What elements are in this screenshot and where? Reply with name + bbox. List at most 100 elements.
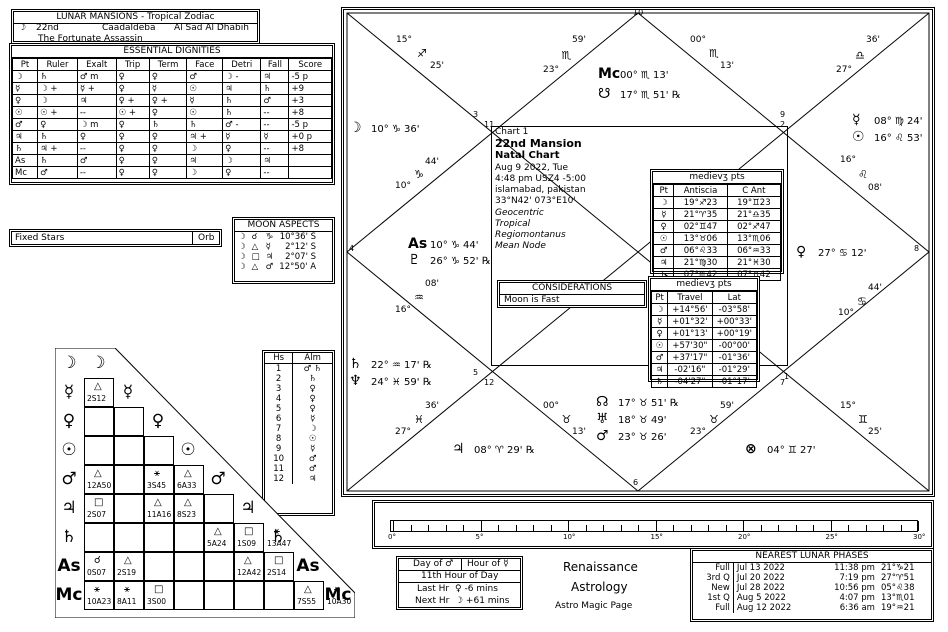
almuten-cell: 3 [265, 384, 294, 394]
lunar-phase-cell: 19°♒21 [880, 603, 915, 613]
dignities-header: Trip [115, 58, 150, 71]
grid-planet-left-icon: Mc [55, 585, 83, 605]
dignities-cell: ♀ [115, 142, 150, 155]
dignities-header: Pt [11, 58, 39, 71]
almuten-cell: 2 [265, 374, 294, 384]
aspect-grid-cell [204, 494, 234, 523]
grid-planet-left-icon: ☽ [61, 353, 77, 373]
lunar-phase-cell: Full [693, 563, 734, 573]
dignities-header: Detri [222, 58, 262, 71]
moon-aspect-cell: 10°36' S [279, 232, 317, 242]
mediev_b-row: ♃-02'16"-01°29' [650, 363, 758, 376]
moon-aspect-cell: 12°50' A [279, 262, 317, 272]
dignities-cell: -- [76, 142, 117, 155]
dignities-cell: ☿ + [76, 82, 117, 95]
ruler-bar [390, 520, 918, 532]
aspect-grid-cell [294, 581, 324, 610]
dignities-header: Fall [260, 58, 290, 71]
lunar-phase-cell: 3rd Q [693, 573, 734, 583]
chart-center-info: Chart 1 22nd Mansion Natal Chart Aug 9 2… [495, 127, 650, 267]
dignities-row: ☽♄♂ m♀♀♂☽ -♃-5 p [11, 70, 332, 83]
lunar-phase-cell: Jul 20 2022 [736, 573, 785, 583]
dignities-cell: ♃ [11, 130, 39, 143]
aspect-grid-cell [174, 581, 204, 610]
dignities-cell [288, 154, 332, 167]
aspect-value: 2S14 [267, 568, 287, 577]
brand-line-1: Renaissance [563, 560, 638, 574]
aspect-grid-cell [264, 581, 294, 610]
ruler-tick [865, 525, 867, 531]
aspect-symbol-icon: △ [94, 468, 102, 479]
dignities-cell: ♃ + [186, 130, 224, 143]
lunar-phase-cell: Aug 12 2022 [736, 603, 792, 613]
mediev_b-header: Pt [650, 291, 669, 304]
mediev_b-row: ♂+37'17"-01°36' [650, 351, 758, 364]
dignities-cell [288, 166, 332, 179]
mediev_b-cell: +00°33' [711, 315, 758, 328]
dignities-cell: ♀ + [148, 94, 188, 107]
dignities-cell: ☽ [11, 70, 39, 83]
antiscia-title: medievʒ pts [653, 172, 781, 184]
dignities-cell: ♀ [148, 106, 188, 119]
dignities-cell: ♃ [222, 82, 262, 95]
house-chart-lines [346, 12, 930, 492]
aspect-symbol-icon: △ [214, 526, 222, 537]
dignities-cell: ♂ [186, 70, 224, 83]
mediev_b-row: ☿+01°32'+00°33' [650, 315, 758, 328]
moon-aspect-cell: □ [251, 252, 260, 262]
ruler-tick [393, 521, 394, 531]
chart-date: Aug 9 2022, Tue [495, 163, 569, 173]
dignities-row: ♄♃ +--♀♀☽♀--+8 [11, 142, 332, 155]
next-hour-label: Next Hr [415, 596, 450, 606]
mediev_b-cell: -01°17' [711, 375, 758, 388]
ruler-tick [603, 525, 604, 531]
aspect-grid-cell [144, 523, 174, 552]
aspect-grid-cell [174, 552, 204, 581]
brand-line-3: Astro Magic Page [555, 601, 633, 611]
ruler-tick [673, 525, 674, 531]
almuten-cell: ♂ ♄ [303, 364, 322, 374]
dignities-header: Term [148, 58, 188, 71]
dignities-cell: ☿ [186, 94, 224, 107]
mediev_a-cell: ☽ [652, 196, 675, 209]
almuten-row: 2♄ [265, 374, 332, 384]
considerations-panel: CONSIDERATIONS Moon is Fast [497, 280, 647, 308]
ruler-label: 0° [388, 533, 396, 541]
dignities-cell: -5 p [288, 118, 332, 131]
dignities-header: Ruler [37, 58, 78, 71]
dignities-cell: ♂ [76, 154, 117, 167]
aspect-value: 6A33 [177, 481, 197, 490]
dignities-cell: -- [260, 118, 290, 131]
mediev_a-header: C Ant [726, 184, 782, 197]
moon-aspect-row: ☽△♂12°50' A [235, 262, 319, 272]
aspect-symbol-icon: ⚹ [94, 584, 100, 595]
mediev_b-cell: +37'17" [667, 351, 713, 364]
dignities-cell: +3 [288, 94, 332, 107]
dignities-cell: ☉ [186, 106, 224, 119]
house-chart [341, 7, 935, 497]
dignities-cell: ♀ [148, 142, 188, 155]
dignities-cell: ♀ [148, 70, 188, 83]
grid-planet-diag-icon: ♀ [151, 411, 165, 431]
almuten-cell: ♂ [308, 454, 317, 464]
aspect-grid-cell [84, 494, 114, 523]
aspect-grid-cell [144, 494, 174, 523]
almuten-row: 1♂ ♄ [265, 363, 332, 374]
almuten-cell: ☉ [308, 434, 317, 444]
aspect-grid-cell [144, 436, 174, 465]
ruler-tick [638, 525, 639, 531]
dignities-cell: ♂ [37, 166, 78, 179]
almuten-row: 5♀ [265, 404, 332, 414]
mediev_b-row: ☉+57'30"-00°00' [650, 339, 758, 352]
ruler-tick [900, 525, 902, 531]
grid-planet-diag-icon: ♃ [240, 498, 256, 518]
moon-aspects-panel: MOON ASPECTS ☽☌♑10°36' S☽△☿2°12' S☽□♃2°0… [232, 217, 335, 284]
dignities-cell: ♀ [148, 154, 188, 167]
lunar-phase-cell: 10:56 pm [834, 583, 875, 593]
ruler-tick [568, 521, 569, 531]
